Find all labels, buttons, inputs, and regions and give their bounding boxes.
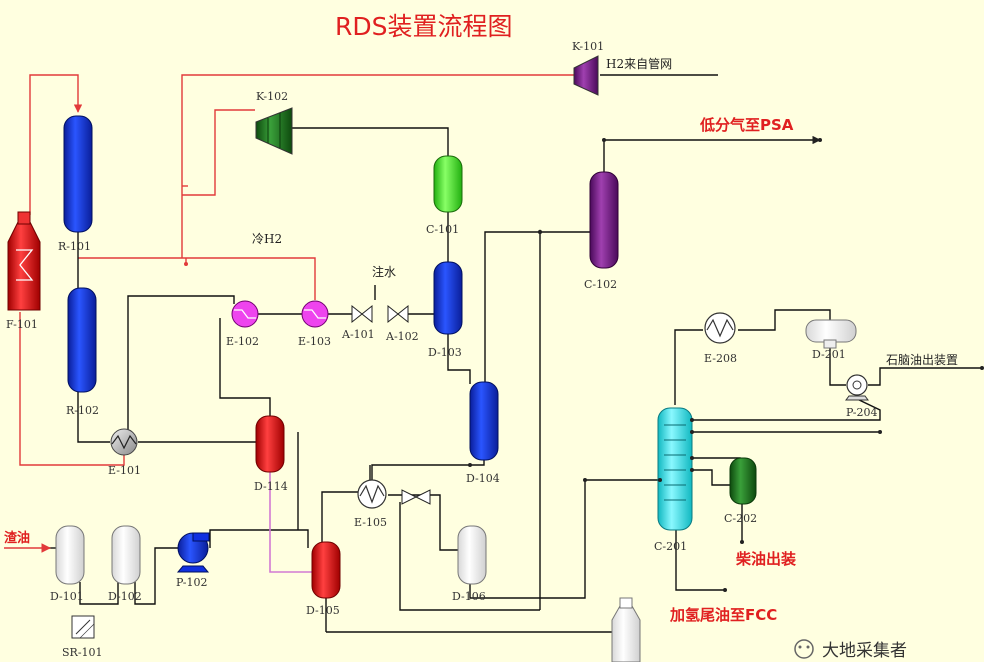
label-d114: D-114 [254,480,288,493]
label-e102: E-102 [226,335,259,348]
label-k101: K-101 [572,40,604,53]
label-hydro-tail: 加氢尾油至FCC [669,606,777,624]
a102-air-cooler-icon [387,304,409,324]
d106-vessel [457,525,487,585]
label-p204: P-204 [846,406,878,419]
label-d105: D-105 [306,604,340,617]
label-sr101: SR-101 [62,646,103,659]
e208-exchanger-icon [704,312,736,344]
label-r101: R-101 [58,240,91,253]
label-diesel: 柴油出装 [735,550,797,568]
label-cold-h2: 冷H2 [252,232,282,246]
p102-pump-icon [176,532,210,573]
d101-vessel [55,525,85,585]
label-c102: C-102 [584,278,617,291]
label-e105: E-105 [354,516,387,529]
label-h2-source: H2来自管网 [606,56,672,71]
watermark-text: 大地采集者 [822,641,907,661]
e101-exchanger-icon [110,428,138,456]
label-f101: F-101 [6,318,38,331]
label-d101: D-101 [50,590,84,603]
label-water-inject: 注水 [372,264,396,279]
pink-transfer-line [269,470,312,573]
c102-vessel [589,171,619,269]
air-cooler-fan-icon [401,489,431,505]
f101-furnace-icon [7,211,41,311]
e103-exchanger-icon [301,300,329,328]
label-c202: C-202 [724,512,757,525]
label-low-gas: 低分气至PSA [699,116,794,134]
d114-vessel [255,415,285,473]
c202-vessel [729,457,757,505]
label-e103: E-103 [298,335,331,348]
red-process-lines [19,74,575,466]
d105-vessel [311,541,341,599]
label-r102: R-102 [66,404,99,417]
k101-compressor-icon [573,55,599,96]
label-d102: D-102 [108,590,142,603]
c201-column [657,407,693,531]
watermark: 大地采集者 [794,639,907,661]
sr101-filter-icon [71,615,95,639]
r101-reactor [63,115,93,233]
r102-reactor [67,287,97,393]
a101-air-cooler-icon [351,304,373,324]
label-d104: D-104 [466,472,500,485]
d201-vessel [805,319,857,349]
k102-compressor-icon [255,107,293,155]
label-d201: D-201 [812,348,846,361]
label-d103: D-103 [428,346,462,359]
label-d106: D-106 [452,590,486,603]
label-a102: A-102 [385,330,419,343]
diagram-title: RDS装置流程图 [335,12,513,41]
label-c101: C-101 [426,223,459,236]
label-a101: A-101 [341,328,375,341]
e102-exchanger-icon [231,300,259,328]
black-process-lines [48,74,982,633]
label-p102: P-102 [176,576,208,589]
bottom-storage-vessel [611,597,641,662]
label-c201: C-201 [654,540,687,553]
d102-vessel [111,525,141,585]
junction-dots [184,138,984,592]
c101-vessel [433,155,463,213]
label-e208: E-208 [704,352,737,365]
label-e101: E-101 [108,464,141,477]
label-k102: K-102 [256,90,288,103]
label-feed-oil: 渣油 [4,530,30,546]
d103-vessel [433,261,463,335]
p204-pump-icon [845,374,869,401]
label-naphtha: 石脑油出装置 [886,353,958,367]
d104-vessel [469,381,499,461]
e105-exchanger-icon [357,479,387,509]
